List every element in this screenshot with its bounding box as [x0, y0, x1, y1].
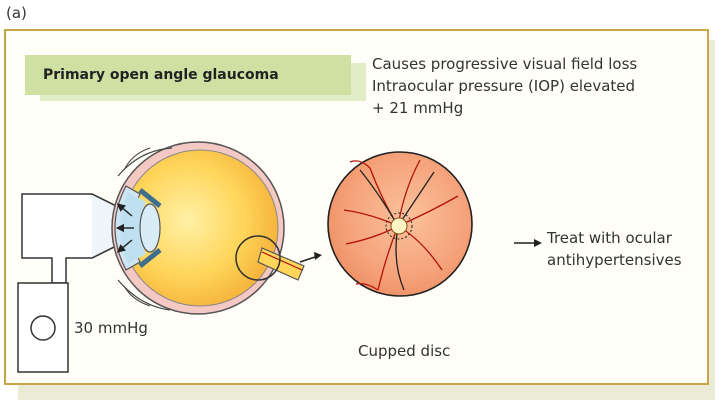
arrow-to-fundus	[300, 252, 322, 262]
cupped-disc-caption: Cupped disc	[358, 340, 450, 362]
cupped-optic-disc	[391, 218, 407, 234]
lens	[140, 204, 160, 252]
tonometer	[18, 194, 116, 372]
treatment-line-1: Treat with ocular	[547, 227, 672, 249]
tonometer-reading: 30 mmHg	[74, 317, 148, 339]
treatment-line-2: antihypertensives	[547, 249, 682, 271]
eye-cross-section	[112, 142, 304, 314]
fundus-view	[328, 152, 472, 296]
tonometer-dial	[31, 316, 55, 340]
arrow-to-treatment	[514, 239, 542, 247]
